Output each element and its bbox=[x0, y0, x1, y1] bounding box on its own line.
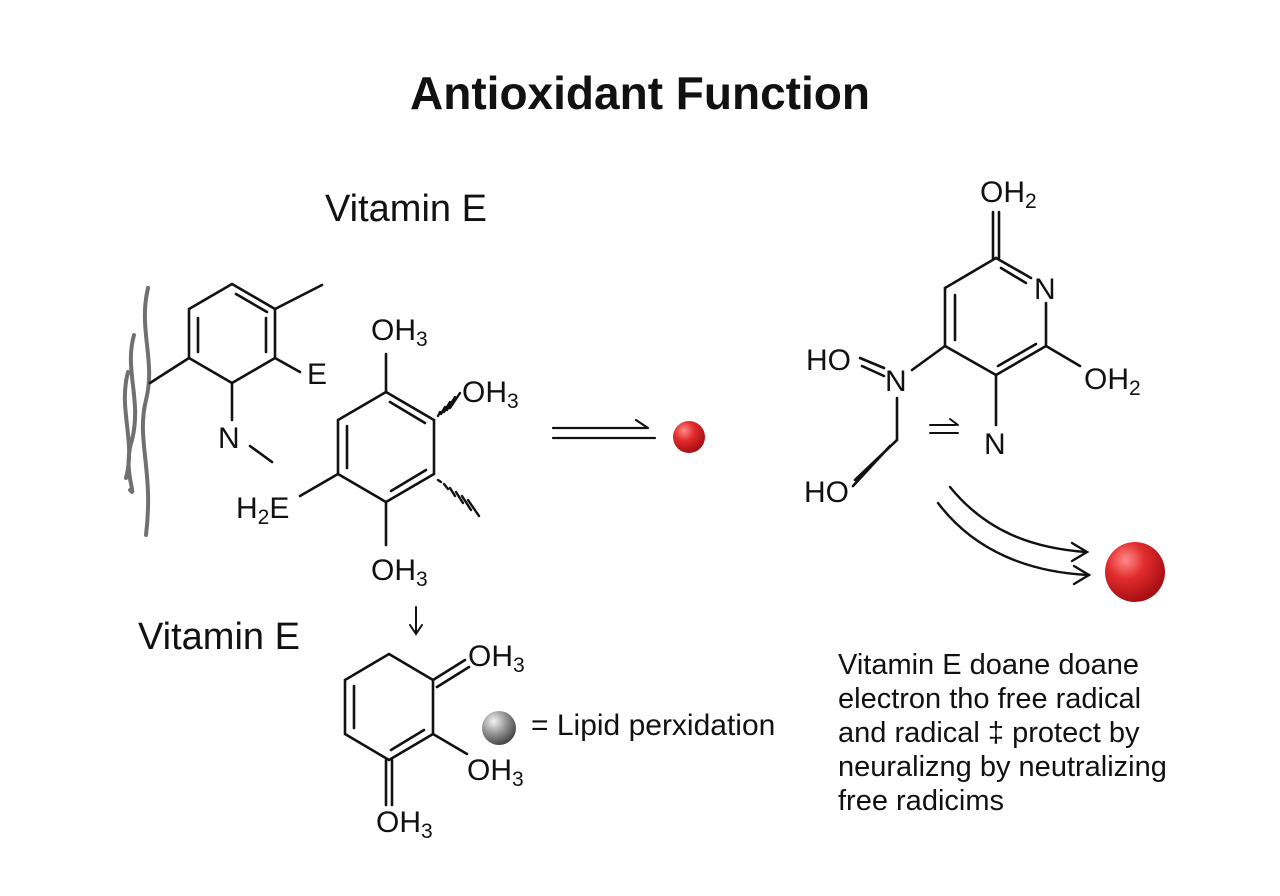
right-n-left: N bbox=[885, 365, 907, 398]
hashed-wedge-bonds bbox=[436, 391, 481, 518]
lipid-sphere bbox=[482, 711, 516, 745]
down-arrow bbox=[409, 606, 423, 636]
center-h2e-label: H2E bbox=[236, 492, 290, 530]
description-line: neuralizng by neutralizing bbox=[838, 751, 1167, 783]
right-oh-right: OH2 bbox=[1084, 363, 1141, 401]
left-ring-n-label: N bbox=[218, 422, 240, 455]
left-benzene-ring bbox=[148, 282, 324, 464]
bottom-oh-top: OH3 bbox=[468, 640, 525, 678]
description-line: Vitamin E doane doane bbox=[838, 649, 1139, 681]
bottom-oh-right: OH3 bbox=[467, 754, 524, 792]
center-oh-bottom: OH3 bbox=[371, 554, 428, 592]
bottom-oh-bottom: OH3 bbox=[376, 806, 433, 844]
right-ho-top: HO bbox=[806, 344, 851, 377]
description-text: Vitamin E doane doane electron tho free … bbox=[838, 648, 1167, 818]
membrane-lines bbox=[122, 286, 152, 537]
label-vitamin-e-top: Vitamin E bbox=[325, 188, 487, 230]
right-n-bottom: N bbox=[984, 428, 1006, 461]
lipid-legend-label: = Lipid perxidation bbox=[531, 709, 776, 742]
center-oh-top: OH3 bbox=[371, 314, 428, 352]
free-radical-small bbox=[673, 421, 705, 453]
center-oh-right: OH3 bbox=[462, 376, 519, 414]
label-vitamin-e-bottom: Vitamin E bbox=[138, 616, 300, 658]
equilibrium-arrow bbox=[929, 418, 959, 434]
description-line: and radical ‡ protect by bbox=[838, 717, 1140, 749]
right-ho-bottom: HO bbox=[804, 476, 849, 509]
free-radical-large bbox=[1105, 542, 1165, 602]
reaction-arrow bbox=[551, 418, 657, 440]
curved-arrows bbox=[936, 485, 1092, 586]
right-ring-n: N bbox=[1034, 273, 1056, 306]
right-oh-top: OH2 bbox=[980, 176, 1037, 214]
description-line: free radicims bbox=[838, 785, 1004, 817]
description-line: electron tho free radical bbox=[838, 683, 1142, 715]
right-pyrimidine-ring bbox=[851, 210, 1082, 488]
bottom-benzene-ring bbox=[343, 652, 471, 807]
page-title: Antioxidant Function bbox=[410, 67, 870, 119]
center-benzene-ring bbox=[298, 352, 436, 547]
left-ring-e-label: E bbox=[307, 358, 328, 391]
